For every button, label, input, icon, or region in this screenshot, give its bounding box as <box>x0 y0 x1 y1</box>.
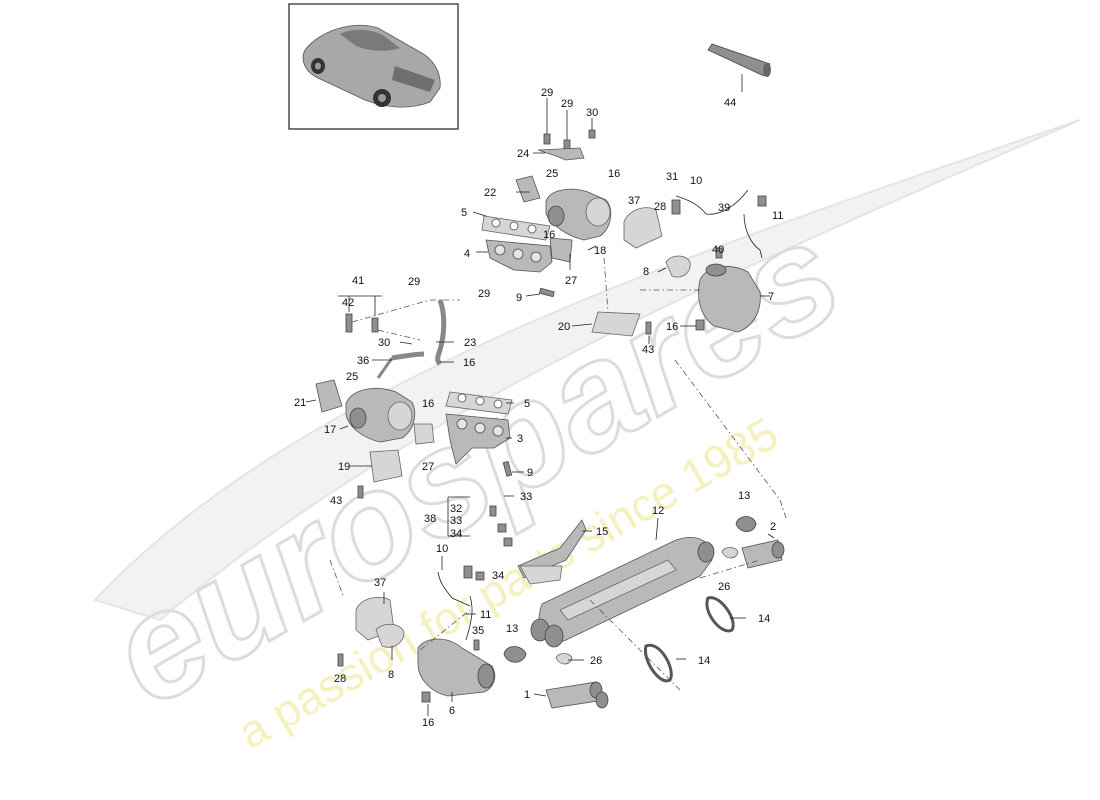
callout-16-d: 16 <box>463 357 475 369</box>
upper-bank-parts <box>481 98 781 501</box>
callout-1: 1 <box>524 689 530 701</box>
callout-31: 31 <box>666 171 678 183</box>
callout-34-b: 34 <box>492 570 504 582</box>
callout-23: 23 <box>464 337 476 349</box>
callout-40: 40 <box>712 244 724 256</box>
callout-8-b: 8 <box>388 669 394 681</box>
callout-5-a: 5 <box>461 207 467 219</box>
callout-13-b: 13 <box>506 623 518 635</box>
callout-30-a: 30 <box>586 107 598 119</box>
callout-43-b: 43 <box>330 495 342 507</box>
callout-36: 36 <box>357 355 369 367</box>
callout-41: 41 <box>352 275 364 287</box>
callout-2: 2 <box>770 521 776 533</box>
part-44-shape <box>707 43 771 92</box>
callout-26-a: 26 <box>718 581 730 593</box>
callout-28-a: 28 <box>654 201 666 213</box>
callout-43-a: 43 <box>642 344 654 356</box>
callout-37-b: 37 <box>374 577 386 589</box>
callout-11-b: 11 <box>480 609 491 621</box>
callout-42: 42 <box>342 297 354 309</box>
callout-30-b: 30 <box>378 337 390 349</box>
callout-15: 15 <box>596 526 608 538</box>
callout-33-b: 33 <box>450 515 462 527</box>
callout-8-a: 8 <box>643 266 649 278</box>
callout-27-b: 27 <box>422 461 434 473</box>
callout-13-a: 13 <box>738 490 750 502</box>
callout-19: 19 <box>338 461 350 473</box>
callout-9-a: 9 <box>516 292 522 304</box>
lower-bank-parts <box>315 295 513 703</box>
callout-9-b: 9 <box>527 467 533 479</box>
callout-numbers: 44 29 29 30 24 16 25 22 37 31 10 28 39 1… <box>294 87 783 729</box>
callout-29-b: 29 <box>561 98 573 110</box>
callout-21: 21 <box>294 397 306 409</box>
callout-29-c: 29 <box>408 276 420 288</box>
callout-44: 44 <box>724 97 736 109</box>
callout-10-b: 10 <box>436 543 448 555</box>
car-thumbnail <box>288 3 459 130</box>
callout-34-a: 34 <box>450 528 462 540</box>
callout-4: 4 <box>464 248 470 260</box>
callout-16-f: 16 <box>422 717 434 729</box>
callout-7: 7 <box>768 291 774 303</box>
callout-35: 35 <box>472 625 484 637</box>
callout-16-a: 16 <box>608 168 620 180</box>
callout-10-a: 10 <box>690 175 702 187</box>
car-thumbnail-icon <box>302 24 441 108</box>
callout-14-a: 14 <box>758 613 770 625</box>
callout-37-a: 37 <box>628 195 640 207</box>
callout-39: 39 <box>718 202 730 214</box>
callout-32: 32 <box>450 503 462 515</box>
leader-lines <box>305 191 775 716</box>
callout-14-b: 14 <box>698 655 710 667</box>
callout-11-a: 11 <box>772 210 783 222</box>
callout-28-b: 28 <box>334 673 346 685</box>
callout-18: 18 <box>594 245 606 257</box>
callout-26-b: 26 <box>590 655 602 667</box>
callout-16-c: 16 <box>666 321 678 333</box>
callout-20: 20 <box>558 321 570 333</box>
callout-22: 22 <box>484 187 496 199</box>
callout-5-b: 5 <box>524 398 530 410</box>
callout-29-d: 29 <box>478 288 490 300</box>
callout-3: 3 <box>517 433 523 445</box>
callout-25-a: 25 <box>546 168 558 180</box>
callout-16-b: 16 <box>543 229 555 241</box>
callout-6: 6 <box>449 705 455 717</box>
callout-16-e: 16 <box>422 398 434 410</box>
muffler-parts <box>473 499 787 709</box>
callout-25-b: 25 <box>346 371 358 383</box>
callout-29-a: 29 <box>541 87 553 99</box>
callout-24: 24 <box>517 148 529 160</box>
callout-17: 17 <box>324 424 336 436</box>
callout-33-a: 33 <box>520 491 532 503</box>
callout-38: 38 <box>424 513 436 525</box>
callout-12: 12 <box>652 505 664 517</box>
callout-27-a: 27 <box>565 275 577 287</box>
